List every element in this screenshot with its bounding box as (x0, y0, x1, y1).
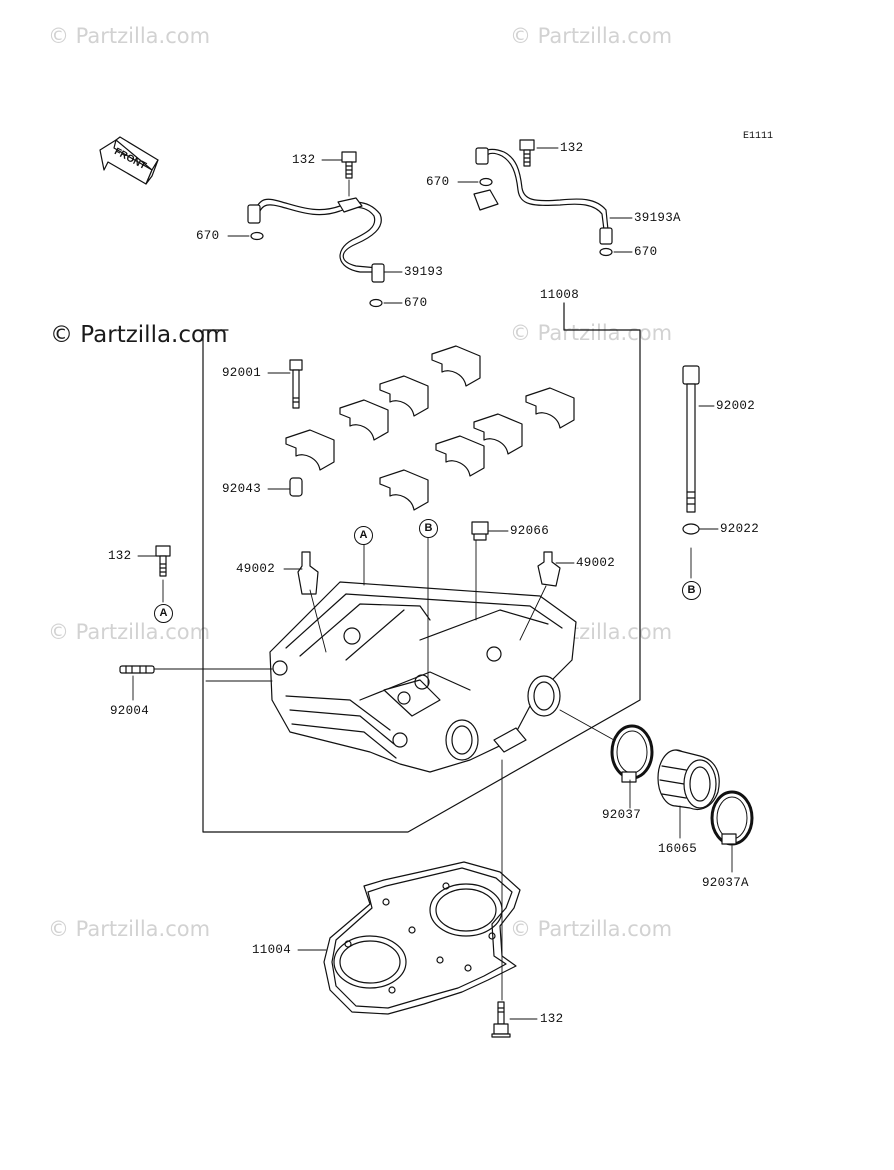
washer-92022-icon (682, 523, 700, 535)
diagram-code: E1111 (743, 131, 774, 142)
plug-92066-icon (471, 521, 489, 541)
part-label-11008: 11008 (540, 288, 580, 302)
part-label-92001: 92001 (222, 366, 262, 380)
bolt-132-icon (491, 1001, 511, 1038)
carburetor-holder-16065-icon (657, 749, 720, 811)
part-label-132: 132 (560, 141, 584, 155)
o-ring-670-icon (479, 177, 493, 187)
reference-marker-a: A (354, 526, 373, 545)
part-label-92037: 92037 (602, 808, 642, 822)
dowel-pin-92043-icon (289, 477, 303, 497)
part-label-132: 132 (108, 549, 132, 563)
part-label-92066: 92066 (510, 524, 550, 538)
part-label-92037a: 92037A (702, 876, 749, 890)
watermark: © Partzilla.com (48, 620, 211, 644)
oil-pipe-39193 (247, 197, 385, 283)
watermark: © Partzilla.com (48, 917, 211, 941)
part-label-92043: 92043 (222, 482, 262, 496)
valve-49002-icon (297, 551, 319, 595)
part-label-16065: 16065 (658, 842, 698, 856)
part-label-132: 132 (540, 1012, 564, 1026)
bolt-92001-icon (289, 359, 303, 409)
reference-marker-b: B (419, 519, 438, 538)
camshaft-cap-icon (285, 345, 575, 511)
part-label-39193a: 39193A (634, 211, 681, 225)
watermark: © Partzilla.com (510, 917, 673, 941)
o-ring-670-icon (250, 231, 264, 241)
part-label-49002: 49002 (576, 556, 616, 570)
clamp-92037-icon (610, 724, 654, 783)
part-label-11004: 11004 (252, 943, 292, 957)
head-gasket-11004-icon (323, 861, 521, 1015)
cylinder-head-outline (202, 302, 641, 833)
watermark-main: © Partzilla.com (50, 322, 228, 348)
part-label-132: 132 (292, 153, 316, 167)
stud-92004-icon (119, 665, 155, 674)
part-label-670: 670 (196, 229, 220, 243)
front-arrow-icon (99, 136, 159, 185)
bolt-132-icon (519, 139, 535, 167)
stud-bolt-92002-icon (682, 365, 700, 513)
bolt-132-icon (155, 545, 171, 577)
part-label-92022: 92022 (720, 522, 760, 536)
o-ring-670-icon (599, 247, 613, 257)
reference-marker-a: A (154, 604, 173, 623)
cylinder-head-body (269, 581, 577, 773)
watermark: © Partzilla.com (48, 24, 211, 48)
oil-pipe-39193a (473, 147, 613, 245)
part-label-49002: 49002 (236, 562, 276, 576)
part-label-39193: 39193 (404, 265, 444, 279)
part-label-670: 670 (404, 296, 428, 310)
bolt-132-icon (341, 151, 357, 179)
o-ring-670-icon (369, 298, 383, 308)
watermark: © Partzilla.com (510, 24, 673, 48)
part-label-92004: 92004 (110, 704, 150, 718)
part-label-670: 670 (634, 245, 658, 259)
part-label-670: 670 (426, 175, 450, 189)
watermark: © Partzilla.com (510, 321, 673, 345)
part-label-92002: 92002 (716, 399, 756, 413)
valve-49002-icon (537, 551, 561, 587)
clamp-92037a-icon (710, 790, 754, 846)
reference-marker-b: B (682, 581, 701, 600)
